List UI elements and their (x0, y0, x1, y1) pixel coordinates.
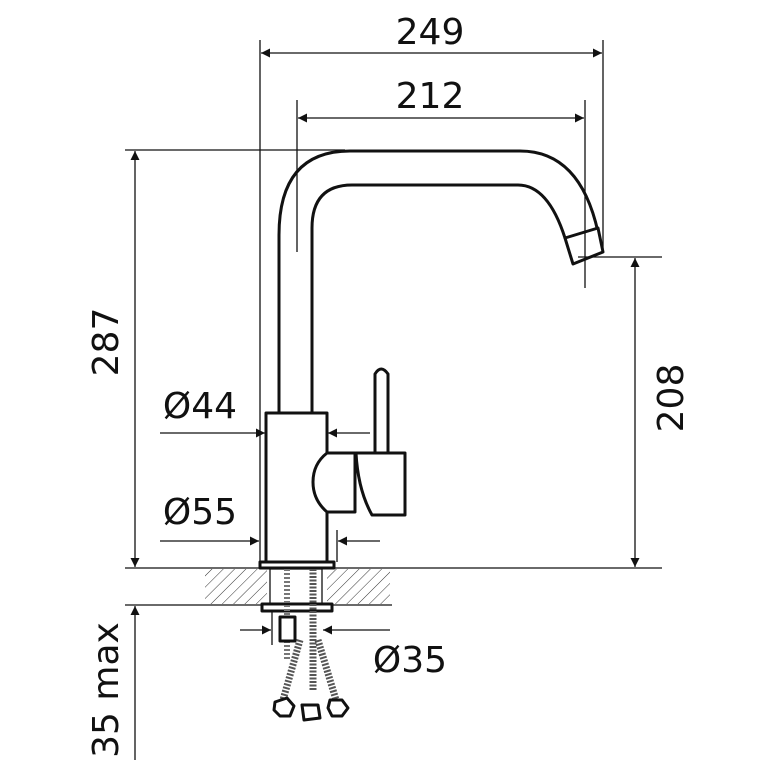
faucet-body (258, 411, 357, 570)
svg-text:208: 208 (651, 364, 692, 433)
dimension-spout-height: 208 (630, 258, 692, 567)
mounting-hardware (260, 568, 350, 722)
dimension-base-diameter: Ø55 (160, 492, 380, 546)
handle-lever (354, 367, 407, 517)
countertop (125, 567, 662, 606)
dimension-counter-thickness: 35 max (86, 606, 140, 760)
dimension-body-diameter: Ø44 (160, 386, 370, 438)
spout (277, 149, 605, 415)
svg-text:249: 249 (396, 12, 465, 53)
svg-text:Ø55: Ø55 (163, 492, 237, 533)
dimension-mount-hole-diameter: Ø35 (240, 625, 447, 681)
dimension-overall-height: 287 (86, 151, 140, 567)
svg-text:Ø35: Ø35 (373, 640, 447, 681)
extension-lines (125, 40, 662, 645)
dimension-spout-reach: 212 (298, 76, 584, 123)
svg-text:287: 287 (86, 308, 127, 377)
dimension-overall-width: 249 (261, 12, 602, 58)
svg-text:35 max: 35 max (86, 622, 127, 758)
svg-text:212: 212 (396, 76, 465, 117)
svg-text:Ø44: Ø44 (163, 386, 237, 427)
